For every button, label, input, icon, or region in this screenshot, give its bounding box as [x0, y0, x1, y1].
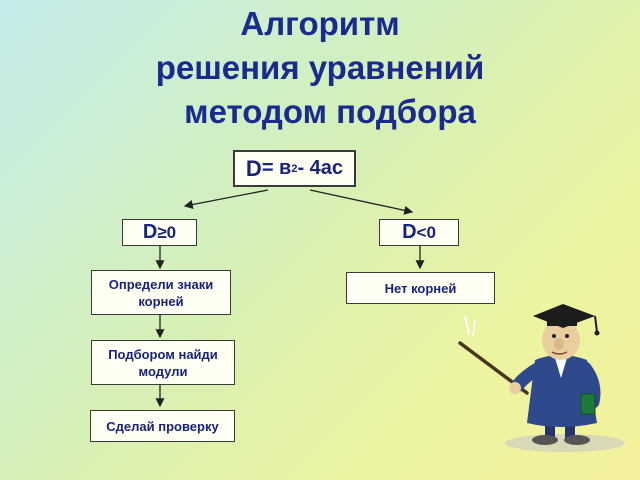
step-box-signs: Определи знаки корней — [91, 270, 231, 315]
step-box-modules: Подбором найди модули — [91, 340, 235, 385]
no-roots-label: Нет корней — [384, 280, 457, 296]
condition-left-d: D — [142, 221, 158, 243]
condition-right-symbol: < — [416, 222, 427, 242]
condition-left-symbol: ≥ — [157, 222, 167, 242]
condition-right-d: D — [402, 221, 417, 243]
formula-d: D — [245, 155, 262, 181]
condition-box-negative: D < 0 — [379, 219, 459, 246]
step-modules-line-1: Подбором найди — [108, 346, 218, 362]
title-line-1: Алгоритм — [240, 5, 400, 42]
step-check-label: Сделай проверку — [106, 418, 219, 434]
arrow-formula-to-left — [183, 189, 269, 209]
formula-rest: - 4ас — [297, 157, 344, 179]
professor-with-pointer-icon — [458, 304, 625, 452]
formula-eq: = в — [261, 157, 292, 179]
no-roots-box: Нет корней — [346, 272, 495, 304]
step-signs-line-1: Определи знаки — [108, 276, 214, 292]
arrow-formula-to-right — [309, 189, 414, 215]
title-line-2: решения уравнений — [155, 49, 485, 86]
step-box-check: Сделай проверку — [90, 410, 235, 442]
condition-box-nonnegative: D ≥ 0 — [122, 219, 197, 246]
condition-left-value: 0 — [166, 222, 177, 242]
title-line-3: методом подбора — [184, 93, 476, 130]
step-signs-line-2: корней — [138, 293, 184, 309]
step-modules-line-2: модули — [138, 363, 188, 379]
condition-right-value: 0 — [426, 222, 436, 242]
formula-exponent: 2 — [291, 162, 298, 175]
